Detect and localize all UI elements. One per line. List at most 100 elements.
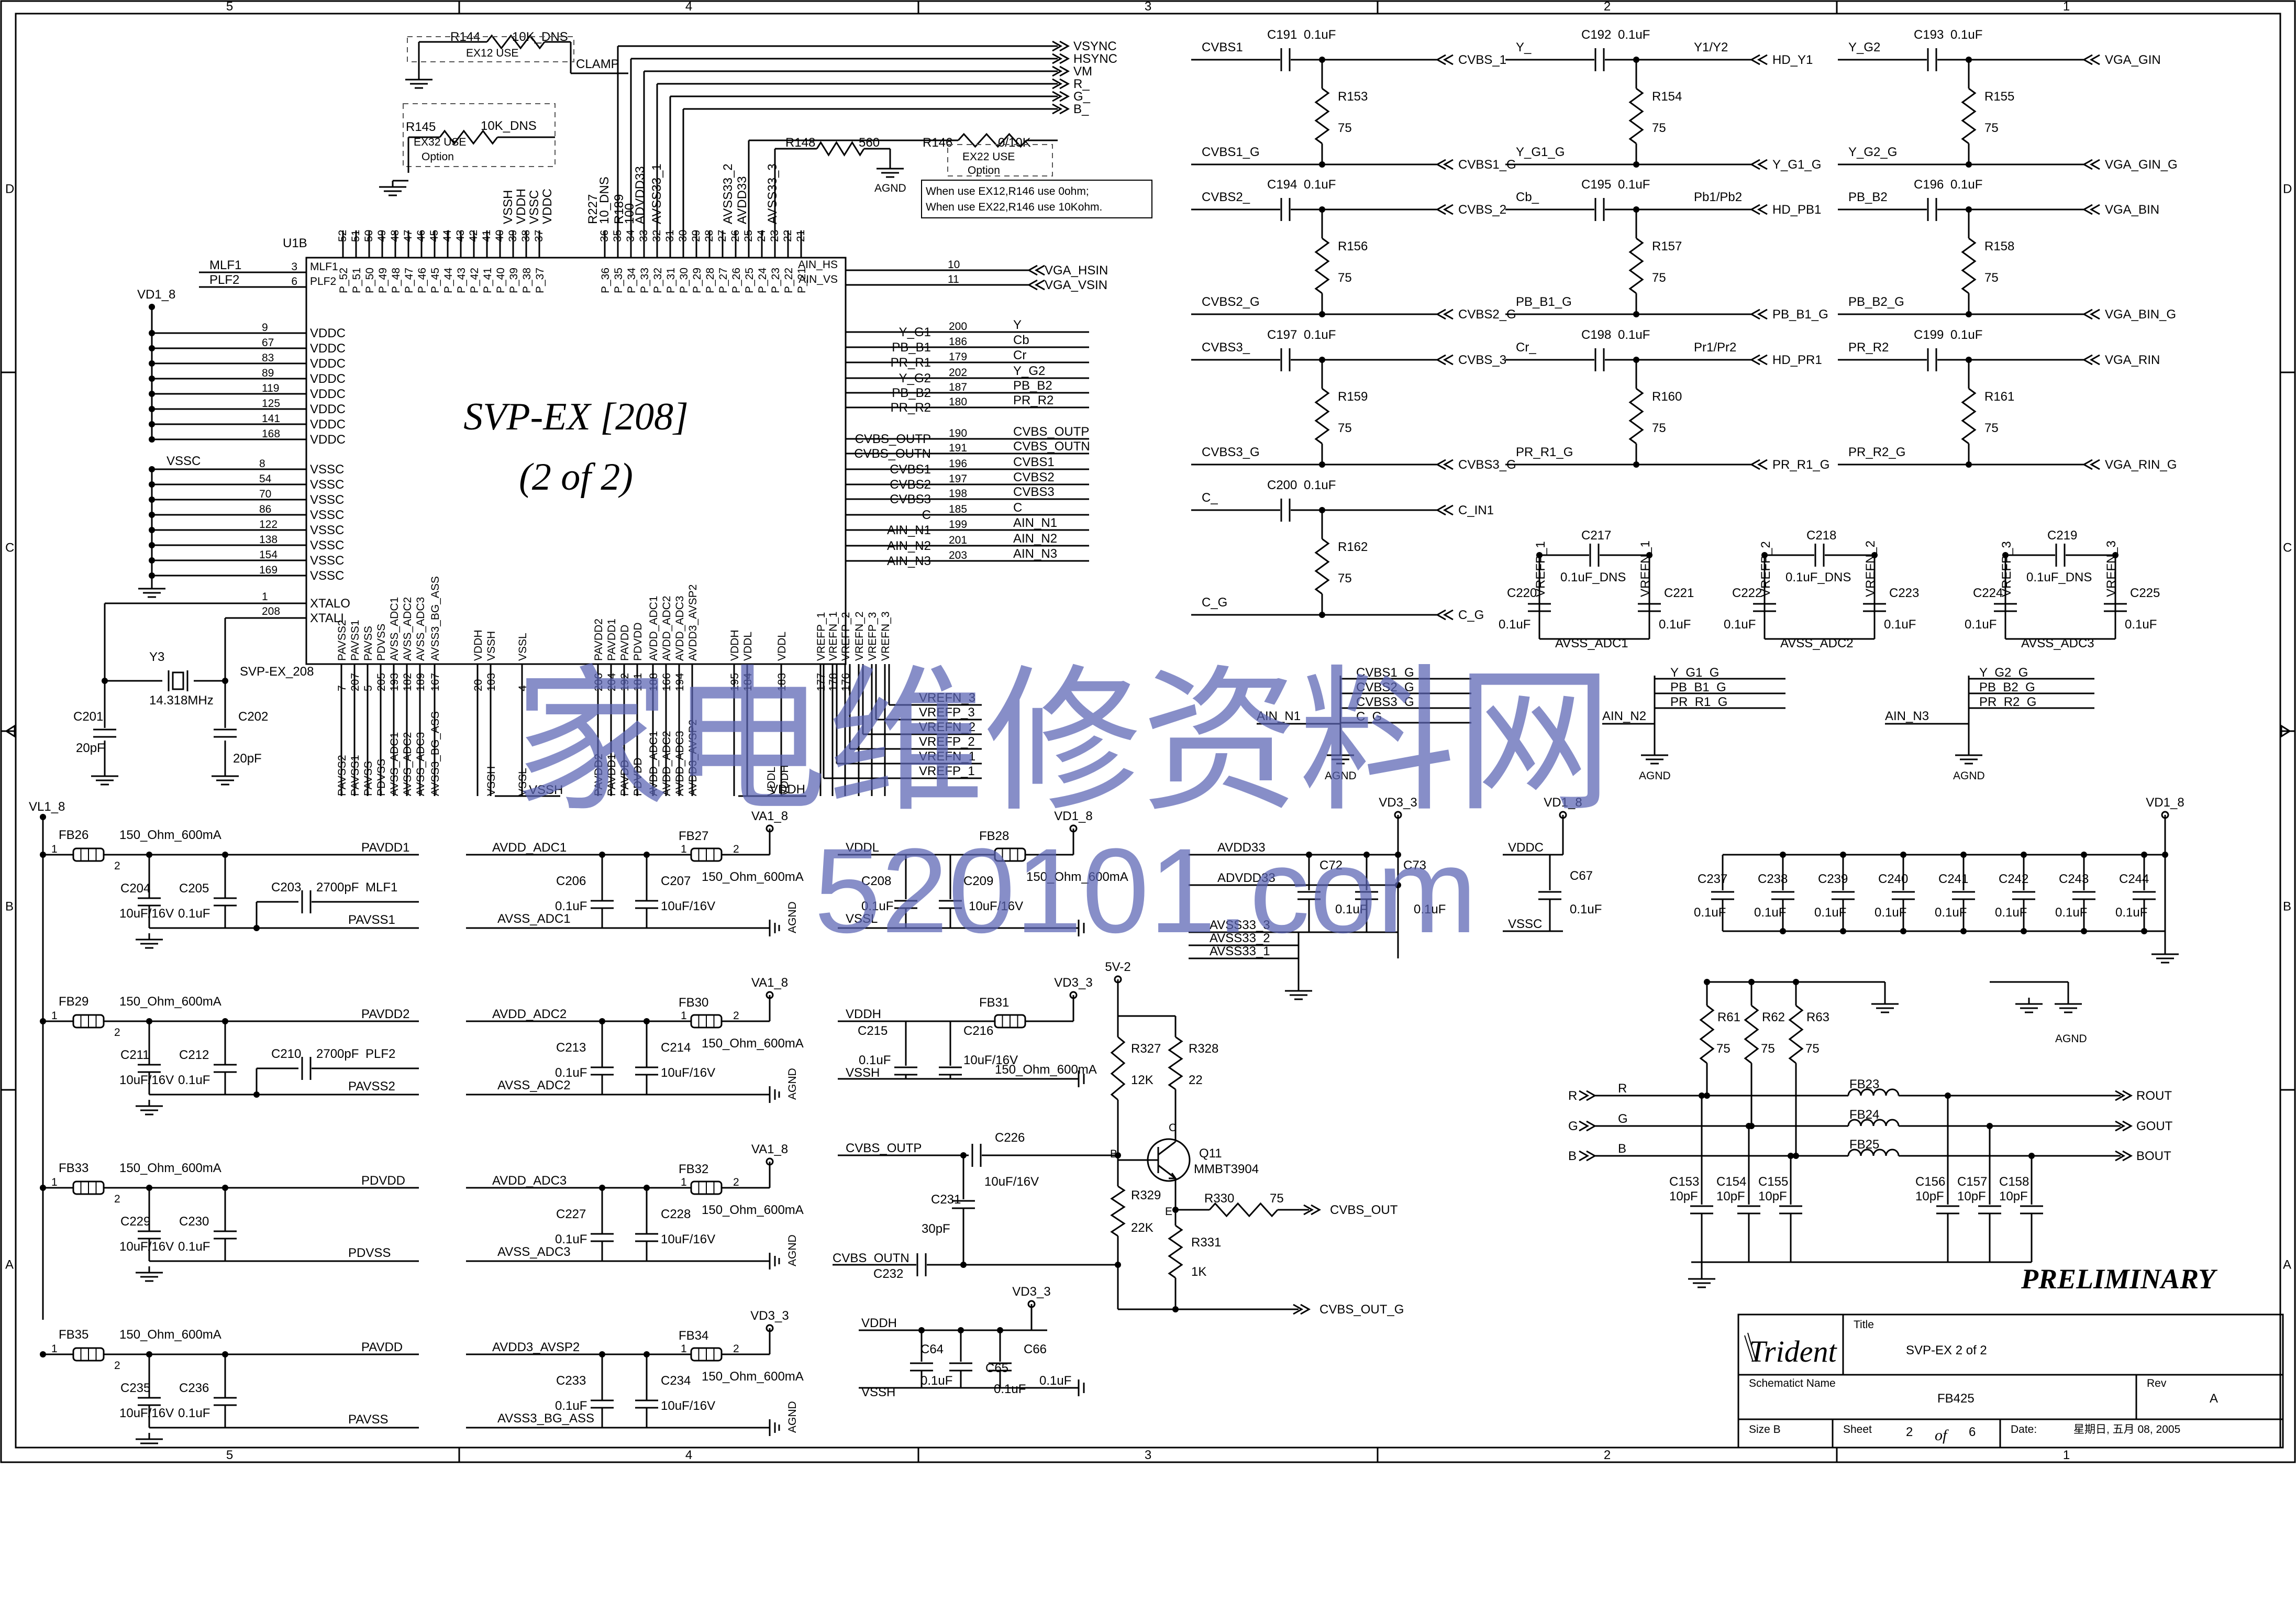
pin-number: 204 [606,673,618,691]
junction-dot [2081,928,2087,934]
net-label: AVSS_ADC2 [497,1078,571,1092]
pin-number: 1 [51,1176,58,1188]
row-marker: A [5,1258,14,1272]
junction-dot [149,391,155,397]
net-label: PDVDD [632,757,644,796]
ref-label: C192 [1581,28,1611,42]
wire [1749,459,1760,470]
junction-dot [1646,552,1652,558]
net-label: VM [1073,64,1092,79]
wire [1435,159,1446,170]
pin-number: 141 [262,413,280,425]
wire [1110,1036,1126,1101]
value-label: 75 [1984,121,1999,135]
net-label: VREFN_3 [919,691,975,705]
value-label: 0.1uF [1950,178,1982,192]
junction-dot [1395,852,1401,858]
junction-dot [1395,882,1401,888]
wire [1757,54,1768,65]
ref-label: R329 [1131,1188,1161,1202]
ref-label: C219 [2047,528,2077,543]
net-label: CVBS_OUT [1330,1203,1398,1217]
wire [1443,459,1454,470]
column-marker: 2 [1604,1448,1611,1462]
wire [1169,1173,1177,1179]
pin-name: P_52 [338,268,350,293]
value-label: 0.1uF [1335,902,1367,917]
pin-name: P_33 [639,268,651,293]
pin-number: 40 [494,230,506,242]
pin-number: 45 [428,230,440,242]
note: Option [968,164,1000,176]
pin-number: 22 [782,230,794,242]
ref-label: Q11 [1199,1146,1222,1161]
column-marker: 5 [226,0,233,14]
value-label: 0.1uF_DNS [1785,570,1851,584]
net-label: Cr_ [1516,340,1536,355]
ref-label: C155 [1758,1175,1788,1189]
pin-number: 181 [632,673,644,691]
value-label: 10uF/16V [969,899,1023,913]
ref-label: C225 [2130,586,2160,600]
pin-name: PDVDD [632,622,644,661]
value-label: 10uF/16V [661,1399,715,1413]
net-label: VREFP_3 [919,705,975,720]
wire [1749,308,1760,320]
pin-number: 197 [949,473,967,485]
sheet-total: 6 [1969,1425,1976,1439]
net-label: AVDD_ADC1 [648,731,660,796]
pin-name: P_27 [717,268,729,293]
net-label: VGA_HSIN [1045,263,1108,278]
wire [2115,1150,2126,1162]
ref-label: C221 [1664,586,1694,600]
junction-dot [1960,852,1967,858]
net-label: AVDD33 [1217,841,1266,855]
value-label: 0.1uF [1935,906,1967,920]
net-label: VREFP_3 [2000,541,2014,597]
ref-label: C224 [1973,586,2003,600]
pin-name: P_29 [691,268,703,293]
pin-number: 24 [756,229,768,242]
value-label: 10pF [1716,1189,1745,1204]
row-marker: D [2283,182,2292,196]
chip-part: SVP-EX_208 [240,665,314,679]
net-label: G [1618,1112,1628,1126]
wire [1757,159,1768,170]
wire [1059,78,1070,90]
net-label: G_ [1073,90,1091,104]
pin-number: 168 [262,428,280,440]
pin-number: 32 [651,230,663,242]
wire [1314,538,1330,595]
wire [1788,1004,1804,1064]
pin-name: P_23 [770,268,782,293]
pin-name: VSSC [310,554,344,568]
net-label: Cb_ [1516,190,1539,204]
net-label: VDDH [861,1316,897,1330]
ref-label: C227 [556,1207,586,1221]
ref-label: C204 [120,881,150,896]
value-label: 22K [1131,1221,1153,1235]
value-label: 0.1uF [1414,902,1446,917]
wire [1579,1120,1590,1132]
pin-number: 1 [681,1176,687,1188]
net-label: CVBS_2 [1458,203,1506,217]
net-label: Cr [1013,348,1026,362]
net-label: VD1_8 [137,288,175,302]
junction-dot [222,1351,228,1357]
value-label: 150_Ohm_600mA [1026,870,1128,884]
pin-number: 1 [681,1343,687,1355]
net-label: VREFP_1 [1534,541,1548,597]
net-label: AIN_N1 [1257,709,1301,723]
chip-subtitle: (2 of 2) [519,456,633,499]
pin-name: P_24 [757,268,769,293]
pin-number: 154 [259,549,278,561]
ref-label: C73 [1403,858,1426,873]
wire [1059,53,1070,64]
pin-name: P_30 [678,268,690,293]
ref-label: R153 [1338,90,1368,104]
pin-number: 180 [949,396,967,408]
junction-dot [1761,552,1768,558]
pin-number: 86 [259,503,271,515]
wire [1847,1088,1900,1096]
ground-label: AGND [874,182,906,194]
